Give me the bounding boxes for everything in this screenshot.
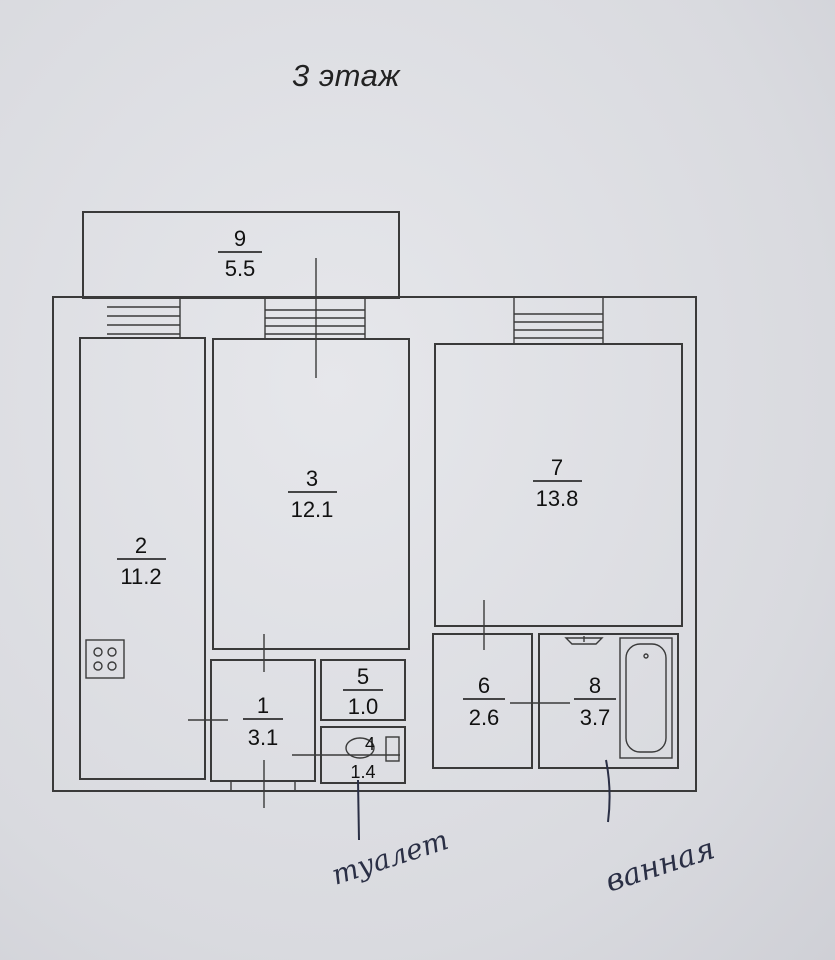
- svg-text:8: 8: [589, 673, 601, 698]
- window-room-3: [265, 309, 365, 335]
- room-label-5: 5 1.0: [343, 664, 383, 719]
- bathtub-icon: [619, 637, 673, 759]
- svg-text:3.1: 3.1: [248, 725, 279, 750]
- window-kitchen: [107, 306, 180, 335]
- room-label-8: 8 3.7: [574, 673, 616, 730]
- room-2-outline: [79, 337, 206, 780]
- outer-wall: [52, 296, 697, 792]
- svg-text:2.6: 2.6: [469, 705, 500, 730]
- svg-text:13.8: 13.8: [536, 486, 579, 511]
- svg-text:4: 4: [365, 734, 375, 754]
- svg-text:5: 5: [357, 664, 369, 689]
- room-8-outline: [538, 633, 679, 769]
- room-label-1: 1 3.1: [243, 693, 283, 750]
- handwritten-bathroom-annotation: ванная: [601, 759, 719, 899]
- svg-text:9: 9: [234, 226, 246, 251]
- stove-icon: [85, 639, 125, 679]
- svg-text:3.7: 3.7: [580, 705, 611, 730]
- room-7-outline: [434, 343, 683, 627]
- room-label-3: 3 12.1: [288, 466, 337, 522]
- floor-title: 3 этаж: [292, 58, 401, 93]
- balcony-outline: [82, 211, 400, 299]
- sink-icon: [564, 636, 604, 645]
- svg-text:12.1: 12.1: [291, 497, 334, 522]
- svg-text:2: 2: [135, 533, 147, 558]
- svg-text:1.0: 1.0: [348, 694, 379, 719]
- svg-text:ванная: ванная: [601, 831, 719, 899]
- svg-text:11.2: 11.2: [120, 564, 161, 589]
- handwritten-toilet-annotation: туалет: [328, 779, 453, 892]
- svg-text:6: 6: [478, 673, 490, 698]
- room-label-9: 9 5.5: [218, 226, 262, 281]
- svg-text:1.4: 1.4: [350, 762, 375, 782]
- room-6-outline: [432, 633, 533, 769]
- svg-text:7: 7: [551, 455, 563, 480]
- window-room-7: [514, 313, 603, 339]
- svg-text:1: 1: [257, 693, 269, 718]
- toilet-icon: [345, 736, 400, 762]
- room-label-7: 7 13.8: [533, 455, 582, 511]
- room-label-6: 6 2.6: [463, 673, 505, 730]
- room-5-outline: [320, 659, 406, 721]
- room-label-4: 4 1.4: [350, 734, 375, 782]
- room-3-outline: [212, 338, 410, 650]
- svg-text:3: 3: [306, 466, 318, 491]
- svg-text:5.5: 5.5: [225, 256, 256, 281]
- svg-text:туалет: туалет: [328, 823, 453, 892]
- room-label-2: 2 11.2: [117, 533, 166, 589]
